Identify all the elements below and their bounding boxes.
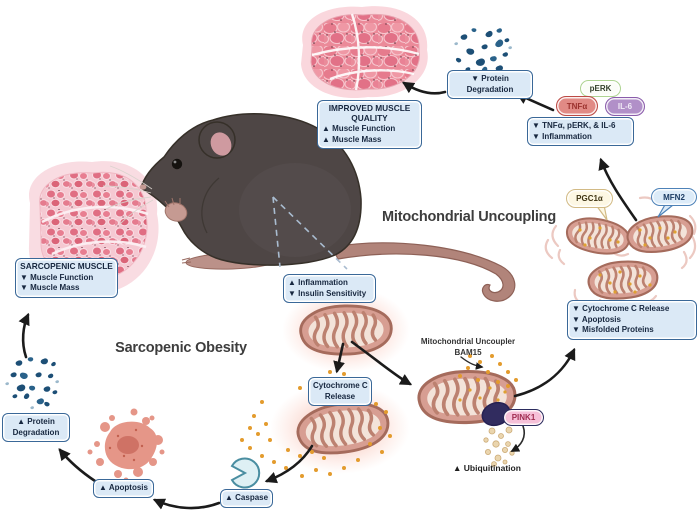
small-arrows — [460, 356, 526, 452]
inflammation-insulin-box: ▲ Inflammation ▼ Insulin Sensitivity — [283, 274, 376, 303]
mouse-whiskers — [102, 165, 154, 225]
bam15-dots — [458, 354, 518, 388]
box-line: ▼ Insulin Sensitivity — [288, 288, 367, 298]
arrow-degradation-to-muscle — [401, 81, 447, 95]
box-title: IMPROVED MUSCLE QUALITY — [328, 103, 411, 123]
arrow-fragments-to-sarcopenic — [18, 312, 30, 359]
box-line: Degradation — [466, 84, 514, 94]
perk-pill: pERK — [580, 80, 621, 97]
box-line: ▼ Inflammation — [532, 131, 592, 141]
arrow-fusion-to-cytokines — [598, 157, 638, 222]
pgc1a-bubble: PGC1α — [566, 189, 613, 208]
box-line: ▼ Protein — [471, 74, 509, 83]
apoptotic-cell-illustration — [87, 408, 165, 483]
mouse-illustration — [102, 113, 516, 302]
sarcopenic-muscle-box: SARCOPENIC MUSCLE ▼ Muscle Function ▼ Mu… — [15, 258, 118, 298]
mfn2-bubble: MFN2 — [651, 188, 697, 206]
box-line: Degradation — [12, 427, 60, 437]
box-line: ▼ Muscle Mass — [20, 283, 80, 292]
mouse-body — [140, 113, 362, 266]
box-line: Release — [324, 391, 356, 401]
improved-muscle-quality-box: IMPROVED MUSCLE QUALITY ▲ Muscle Functio… — [317, 100, 422, 149]
uncoupler-label: Mitochondrial Uncoupler BAM15 — [414, 336, 522, 358]
box-line: ▼ Muscle Function — [20, 272, 94, 282]
cytokines-decrease-box: ▼ TNFα, pERK, & IL-6 ▼ Inflammation — [527, 117, 634, 146]
ubiquitin-blobs — [483, 426, 515, 467]
muscle-improved-illustration — [301, 6, 428, 99]
zoom-cone-dashed-lines — [272, 196, 348, 270]
box-line: ▲ Protein — [17, 417, 55, 426]
arrow-caspase-to-apoptosis — [152, 498, 221, 510]
arrow-mito-to-cytochrome — [333, 342, 345, 374]
apoptosis-box: ▲ Apoptosis — [93, 479, 154, 498]
box-line: Cytochrome C — [313, 381, 368, 390]
arrow-bam15-to-outcomes — [513, 347, 576, 398]
arrow-bam15-label-to-mito — [460, 356, 484, 370]
pink1-pill: PINK1 — [503, 409, 544, 426]
mito-speckles — [458, 226, 677, 402]
flow-arrows — [18, 81, 638, 510]
protein-fragments-left — [5, 356, 59, 410]
arrow-pink1-to-ubiquitin — [510, 425, 526, 452]
mitochondrial-uncoupling-title: Mitochondrial Uncoupling — [381, 209, 556, 225]
sarcopenic-obesity-title: Sarcopenic Obesity — [115, 340, 247, 356]
arrow-apoptosis-to-degradation — [58, 448, 97, 483]
box-line: ▼ Cytochrome C Release — [572, 304, 670, 313]
uncoupler-label-line2: BAM15 — [454, 348, 482, 357]
mouse-tail — [331, 242, 516, 302]
box-line: ▼ TNFα, pERK, & IL-6 — [532, 121, 616, 130]
mitochondria-fusion-pair — [563, 210, 697, 304]
protein-degradation-decrease-box: ▼ Protein Degradation — [447, 70, 533, 99]
box-line: ▲ Apoptosis — [99, 483, 148, 492]
il6-pill: IL-6 — [605, 97, 645, 116]
box-line: ▲ Inflammation — [288, 278, 348, 287]
caspase-box: ▲ Caspase — [220, 489, 273, 508]
cytochrome-c-release-box: Cytochrome C Release — [308, 377, 372, 406]
box-line: ▲ Caspase — [225, 493, 269, 502]
arrow-dots-to-caspase — [264, 444, 314, 484]
caspase-enzyme-illustration — [230, 457, 261, 489]
mouse-nose — [139, 184, 147, 190]
tnfa-pill: TNFα — [556, 96, 598, 116]
box-line: ▲ Muscle Function — [322, 124, 396, 133]
box-title: SARCOPENIC MUSCLE — [20, 261, 113, 271]
mouse-eye — [171, 158, 183, 170]
uncoupler-label-line1: Mitochondrial Uncoupler — [420, 337, 516, 346]
mouse-paw — [164, 202, 188, 222]
protein-degradation-increase-box: ▲ Protein Degradation — [2, 413, 70, 442]
ubiquitination-label: ▲ Ubiquitination — [453, 463, 521, 473]
box-line: ▼ Misfolded Proteins — [572, 325, 654, 334]
mitochondrial-outcomes-box: ▼ Cytochrome C Release ▼ Apoptosis ▼ Mis… — [567, 300, 697, 340]
box-line: ▼ Apoptosis — [572, 314, 621, 324]
box-line: ▲ Muscle Mass — [322, 134, 382, 144]
arrow-mito-to-bam15 — [350, 340, 413, 386]
